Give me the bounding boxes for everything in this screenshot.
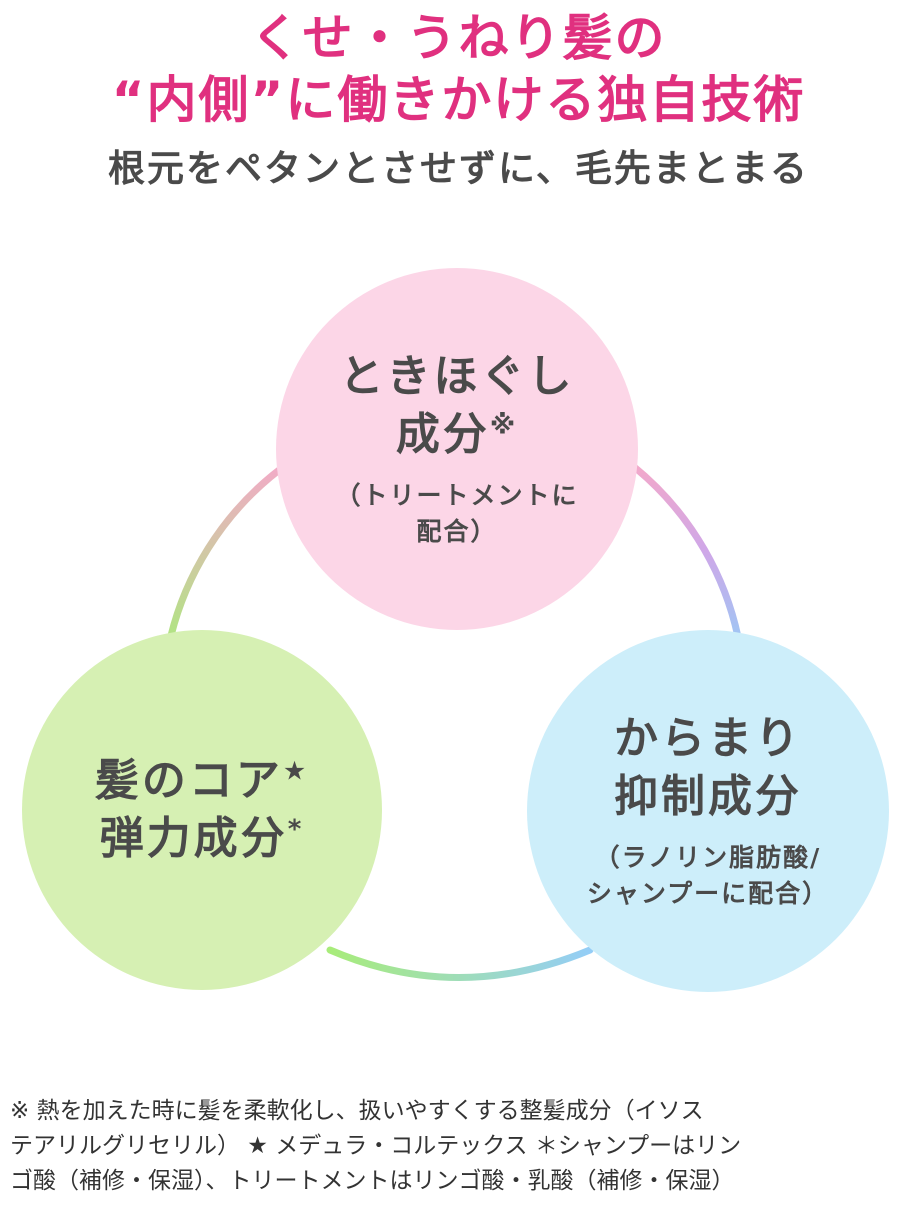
circle-top-line2-text: 成分 bbox=[395, 409, 490, 460]
circle-top-note-line1: （トリートメントに bbox=[335, 481, 579, 510]
asterisk-mark: * bbox=[287, 814, 305, 845]
ring-arc-bottom bbox=[326, 946, 594, 981]
ring-arc-left bbox=[162, 458, 294, 664]
title-line-2: “内側”に働きかける独自技術 bbox=[111, 71, 806, 129]
circle-left-line1: 髪のコア★ bbox=[95, 752, 309, 810]
circle-left-line2-text: 弾力成分 bbox=[99, 813, 288, 864]
title-line-1: くせ・うねり髪の bbox=[250, 9, 667, 67]
circle-right-line2: 抑制成分 bbox=[614, 771, 802, 822]
footnote-line3: ゴ酸（補修・保湿）、トリートメントはリンゴ酸・乳酸（補修・保湿） bbox=[10, 1168, 735, 1194]
star-mark: ★ bbox=[282, 756, 310, 787]
circle-top-line2: 成分※ bbox=[396, 406, 518, 464]
circle-right-note-line2: シャンプーに配合） bbox=[586, 879, 830, 908]
circle-left-line2: 弾力成分* bbox=[100, 810, 305, 868]
circle-detangling-ingredient: ときほぐし 成分※ （トリートメントに 配合） bbox=[276, 268, 638, 630]
circle-top-note-line2: 配合） bbox=[416, 517, 498, 546]
circle-top-line1: ときほぐし bbox=[339, 351, 575, 402]
reference-mark: ※ bbox=[489, 410, 519, 441]
circle-left-line1-text: 髪のコア bbox=[94, 755, 283, 806]
circle-right-note-line1: （ラノリン脂肪酸/ bbox=[594, 843, 822, 872]
footnote-line2: テアリルグリセリル） ★ メデュラ・コルテックス ＊シャンプーはリン bbox=[10, 1133, 742, 1159]
circle-core-elastic-ingredient: 髪のコア★ 弾力成分* bbox=[22, 630, 382, 990]
circle-right-line1: からまり bbox=[614, 713, 802, 764]
circle-anti-tangle-ingredient: からまり 抑制成分 （ラノリン脂肪酸/ シャンプーに配合） bbox=[527, 630, 889, 992]
ring-arc-right bbox=[624, 458, 746, 664]
subtitle: 根元をペタンとさせずに、毛先まとまる bbox=[108, 147, 809, 190]
footnote-line1: ※ 熱を加えた時に髪を柔軟化し、扱いやすくする整髪成分（イソス bbox=[10, 1098, 704, 1124]
footnote: ※ 熱を加えた時に髪を柔軟化し、扱いやすくする整髪成分（イソス テアリルグリセリ… bbox=[10, 1094, 910, 1199]
